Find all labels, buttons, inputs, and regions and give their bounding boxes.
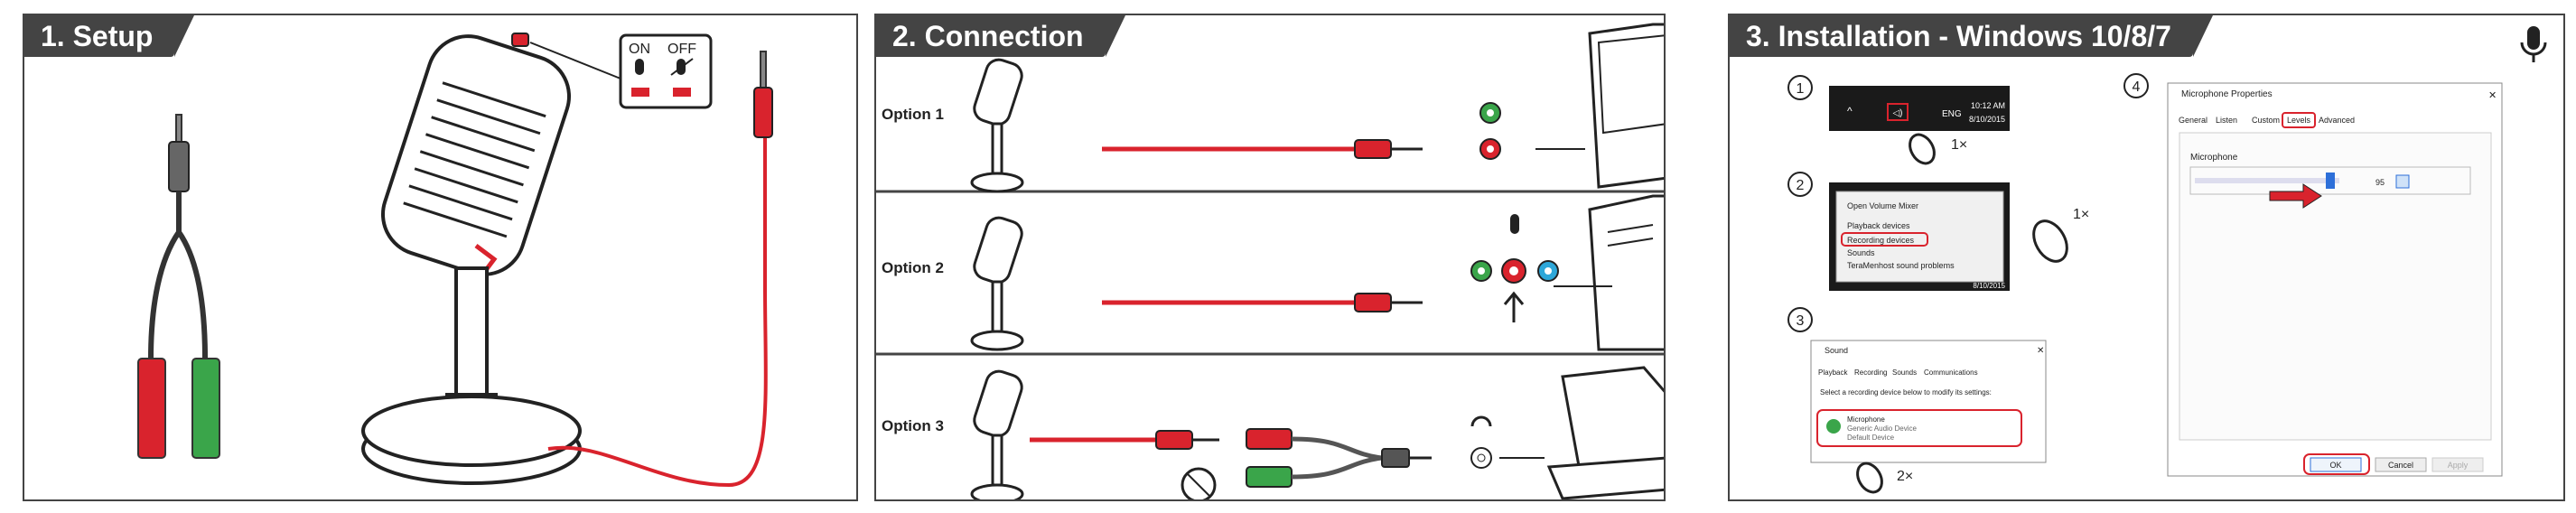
setup-panel: 1. Setup — [23, 14, 858, 501]
svg-text:Default Device: Default Device — [1847, 434, 1895, 442]
laptop-option3-icon — [1546, 366, 1664, 499]
jack-plug-option3-icon — [1155, 430, 1193, 450]
svg-text:8/10/2015: 8/10/2015 — [1973, 282, 2005, 290]
installation-panel: 3. Installation - Windows 10/8/7 1 2 3 4 — [1728, 14, 2565, 501]
svg-text:Communications: Communications — [1924, 368, 1978, 377]
step1-click-count: 1× — [1951, 137, 1967, 153]
taskbar-lang: ENG — [1942, 109, 1962, 119]
taskbar-screenshot: ^ ◁) ENG 10:12 AM 8/10/2015 — [1829, 86, 2010, 131]
svg-text:Apply: Apply — [2448, 461, 2469, 470]
step-3-marker: 3 — [1787, 307, 1813, 332]
mouse-left-click-icon — [2032, 219, 2068, 263]
svg-text:Levels: Levels — [2287, 116, 2311, 125]
step-2-marker: 2 — [1787, 172, 1813, 197]
step-4-marker: 4 — [2123, 73, 2149, 98]
mic-port-icon — [1510, 214, 1519, 234]
arrow-up-icon — [1503, 291, 1525, 322]
svg-text:Playback: Playback — [1818, 368, 1848, 377]
option-2-label: Option 2 — [882, 259, 944, 276]
svg-text:Recording devices: Recording devices — [1847, 236, 1915, 245]
switch-on-label: ON — [629, 42, 650, 57]
svg-text:Custom: Custom — [2252, 116, 2280, 125]
connection-illustration — [876, 23, 1664, 499]
svg-text:✕: ✕ — [2037, 346, 2044, 356]
audio-jack-icon — [753, 51, 773, 138]
taskbar-time: 10:12 AM — [1971, 101, 2005, 110]
setup-illustration: ON OFF — [137, 33, 773, 488]
step3-click-count: 2× — [1897, 469, 1913, 484]
sound-dialog-screenshot: Sound ✕ Playback Recording Sounds Commun… — [1810, 340, 2047, 463]
svg-text:Open Volume Mixer: Open Volume Mixer — [1847, 201, 1918, 210]
svg-text:4: 4 — [2133, 79, 2141, 95]
context-menu-screenshot: Open Volume Mixer Playback devices Recor… — [1829, 182, 2010, 291]
svg-text:General: General — [2179, 116, 2207, 125]
svg-text:Microphone Properties: Microphone Properties — [2181, 89, 2273, 99]
svg-text:Select a recording device belo: Select a recording device below to modif… — [1820, 388, 1992, 396]
svg-text:◁): ◁) — [1892, 108, 1902, 118]
svg-text:^: ^ — [1847, 105, 1853, 117]
splitter-jack-icon — [1381, 448, 1410, 468]
microphone-option2-icon — [970, 216, 1024, 351]
microphone-option3-icon — [970, 369, 1024, 499]
headset-icon — [1470, 415, 1492, 427]
jack-plug-option2-icon — [1354, 293, 1392, 312]
speaker-icon — [1887, 103, 1909, 121]
svg-text:2: 2 — [1797, 178, 1805, 193]
microphone-option1-icon — [970, 58, 1024, 193]
mute-switch-legend: ON OFF — [619, 33, 713, 109]
svg-text:Playback devices: Playback devices — [1847, 221, 1910, 230]
svg-text:95: 95 — [2375, 178, 2385, 187]
step2-click-count: 1× — [2073, 207, 2089, 222]
switch-off-label: OFF — [667, 42, 696, 57]
microphone-properties-dialog: Microphone Properties ✕ General Listen C… — [2167, 82, 2503, 477]
microphone-header-icon — [2520, 26, 2547, 62]
svg-text:TeraMenhost sound problems: TeraMenhost sound problems — [1847, 261, 1955, 270]
microphone-large-icon — [361, 33, 768, 488]
red-arrow-icon — [2269, 183, 2322, 209]
laptop-option1-icon — [1588, 23, 1664, 189]
option-1-label: Option 1 — [882, 106, 944, 123]
svg-text:Cancel: Cancel — [2388, 461, 2413, 470]
svg-text:3: 3 — [1797, 313, 1805, 329]
svg-text:Sounds: Sounds — [1892, 368, 1917, 377]
svg-text:Listen: Listen — [2216, 116, 2237, 125]
connection-panel: 2. Connection Option 1 Option 2 Option 3 — [874, 14, 1666, 501]
desktop-tower-icon — [1554, 194, 1664, 351]
svg-text:Advanced: Advanced — [2319, 116, 2355, 125]
svg-text:Sounds: Sounds — [1847, 248, 1875, 257]
mouse-right-click-icon — [1909, 133, 1936, 165]
setup-title: 1. Setup — [24, 15, 196, 57]
taskbar-date: 8/10/2015 — [1969, 115, 2005, 124]
jack-plug-option1-icon — [1354, 139, 1392, 159]
installation-illustration: 1 2 3 4 ^ ◁) ENG 10:12 AM 8/10/2015 1× — [1787, 26, 2547, 494]
svg-text:Sound: Sound — [1825, 346, 1848, 355]
default-device-check-icon — [1826, 419, 1841, 434]
step-1-marker: 1 — [1787, 75, 1813, 100]
connection-title: 2. Connection — [876, 15, 1125, 57]
svg-text:OK: OK — [2329, 461, 2341, 470]
splitter-adapter-icon — [137, 114, 220, 459]
mouse-double-click-icon — [1856, 462, 1883, 494]
svg-text:✕: ✕ — [2488, 90, 2497, 101]
svg-text:Generic Audio Device: Generic Audio Device — [1847, 424, 1917, 433]
option-3-label: Option 3 — [882, 417, 944, 434]
svg-text:Microphone: Microphone — [2190, 153, 2238, 163]
installation-title: 3. Installation - Windows 10/8/7 — [1730, 15, 2213, 57]
svg-text:Recording: Recording — [1854, 368, 1887, 377]
svg-text:1: 1 — [1797, 81, 1805, 97]
svg-text:Microphone: Microphone — [1847, 415, 1885, 424]
